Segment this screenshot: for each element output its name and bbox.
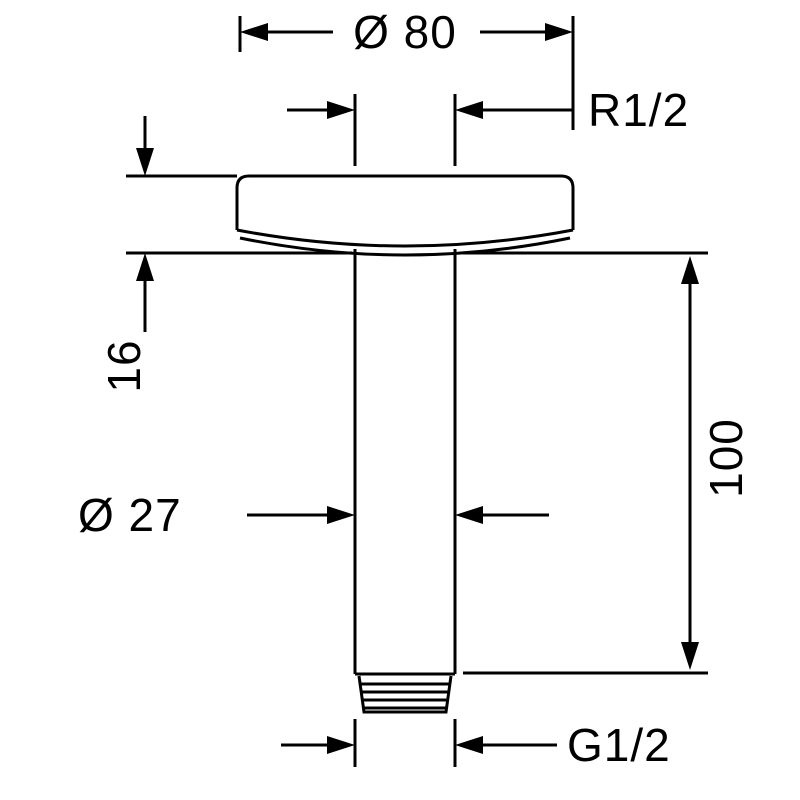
dim-label-bottom-thread: G1/2 <box>567 719 671 771</box>
arrowhead-right <box>455 736 483 754</box>
dimension-top-thread: R1/2 <box>287 84 689 166</box>
dim-label-pipe-diameter: Ø 27 <box>78 489 182 541</box>
arrowhead-down <box>681 642 699 670</box>
dim-label-flange-height: 16 <box>98 339 150 392</box>
arrowhead-up <box>136 253 154 281</box>
dimension-flange-height: 16 <box>98 116 352 393</box>
arrowhead-left <box>240 23 268 41</box>
arrowhead-left-into-pipe <box>455 506 483 524</box>
dim-label-top-diameter: Ø 80 <box>353 6 457 58</box>
arrowhead-right-into-pipe <box>327 506 355 524</box>
arrowhead-left <box>327 101 355 119</box>
dimension-bottom-thread: G1/2 <box>281 719 671 771</box>
flange-outline <box>235 174 575 230</box>
arrowhead-right <box>545 23 573 41</box>
arrowhead-right <box>455 101 483 119</box>
dimension-top-diameter: Ø 80 <box>238 6 575 130</box>
flange-dish-upper-curve <box>236 228 574 248</box>
flange-dish-lower-curve <box>239 236 571 257</box>
dimension-pipe-length: 100 <box>463 251 752 675</box>
dim-label-top-thread: R1/2 <box>588 84 689 136</box>
arrowhead-down <box>136 148 154 176</box>
arrowhead-up <box>681 256 699 284</box>
thread-outline <box>357 675 453 714</box>
fixture-outline <box>235 174 575 714</box>
dimension-pipe-diameter: Ø 27 <box>78 489 549 541</box>
arrowhead-left <box>327 736 355 754</box>
dim-label-pipe-length: 100 <box>700 418 752 498</box>
